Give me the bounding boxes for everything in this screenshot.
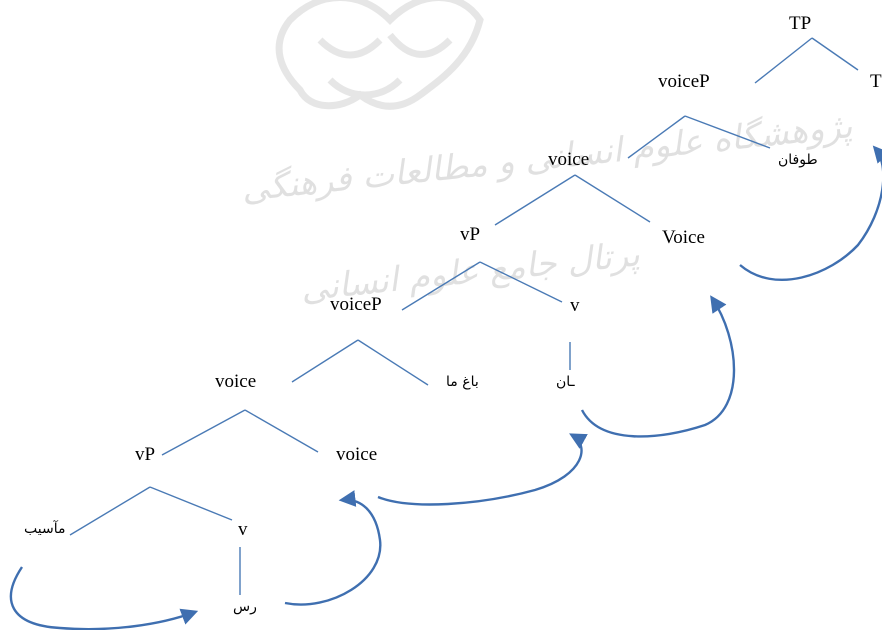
branch-vp-v [479, 261, 563, 303]
branch-tp-t [811, 37, 859, 71]
movement-arrow-voice-to-an [377, 433, 588, 506]
node-voice-cap-mid: Voice [662, 227, 705, 248]
node-voice-low: voice [215, 371, 257, 392]
node-t: T [870, 71, 882, 92]
branch-vp-aasib [69, 486, 151, 536]
movement-arrow-an-to-voice-cap [580, 295, 736, 438]
branch-voice-voice-cap [574, 174, 651, 223]
branch-voice-voice-low2 [244, 409, 319, 453]
branch-voice-vp [494, 174, 576, 226]
branch-vp-voicep [401, 261, 481, 311]
branch-voicep-toofan [684, 115, 771, 149]
node-toofan: طوفان [778, 152, 818, 168]
node-bagh-ma: باغ ما [446, 374, 479, 390]
node-vp-mid: vP [460, 224, 481, 245]
movement-arrow-ras-to-voice [284, 490, 382, 606]
node-aasib: مآسیب [24, 521, 66, 537]
node-vp-low: vP [135, 444, 156, 465]
movement-arrow-aasib-to-ras [9, 566, 199, 630]
node-voice-low2: voice [336, 444, 378, 465]
node-voice-top: voice [548, 149, 590, 170]
node-voicep-top: voiceP [658, 71, 710, 92]
branch-voicep-voice-low [291, 339, 359, 383]
branch-voicep-voice [627, 115, 686, 159]
node-an: ـان [556, 374, 575, 390]
node-voicep-mid: voiceP [330, 294, 382, 315]
movement-arrow-voice-cap-to-t [739, 145, 882, 281]
branch-voicep-bagh [357, 339, 429, 386]
node-ras: رس [233, 599, 257, 615]
branch-voice-vp-low [161, 409, 246, 456]
branch-tp-voicep [754, 37, 813, 84]
node-tp: TP [789, 13, 812, 34]
node-v-low: v [238, 519, 248, 540]
branch-vp-v-low [149, 486, 233, 521]
node-v-mid: v [570, 295, 580, 316]
